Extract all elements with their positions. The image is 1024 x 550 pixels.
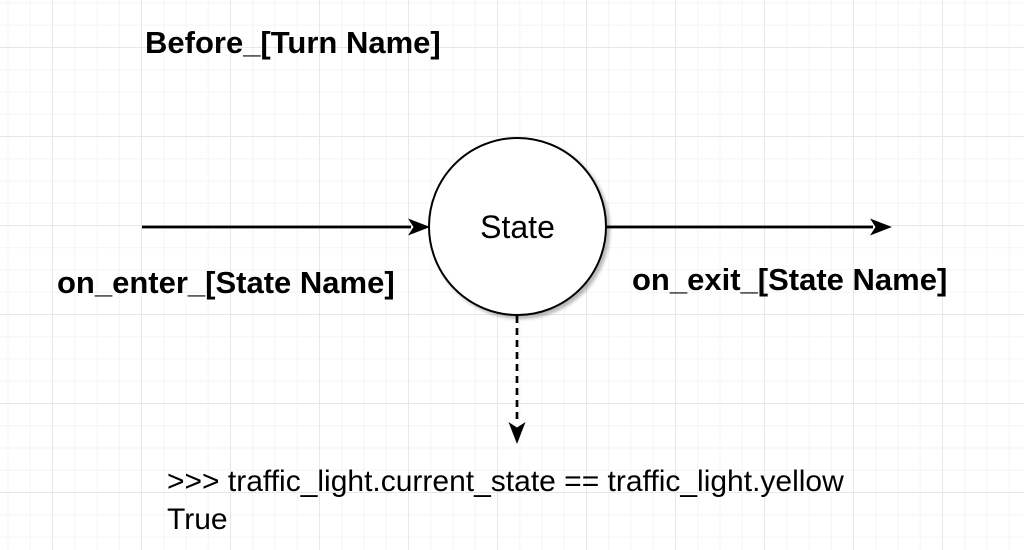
enter-arrowhead-icon <box>408 218 430 236</box>
console-line-2: True <box>167 503 228 536</box>
result-arrowhead-icon <box>508 422 526 444</box>
console-snippet: >>> traffic_light.current_state == traff… <box>167 463 844 539</box>
diagram-title: Before_[Turn Name] <box>145 25 441 60</box>
console-line-1: >>> traffic_light.current_state == traff… <box>167 465 844 498</box>
state-node-label: State <box>480 208 555 245</box>
result-dashed-arrow <box>508 316 526 444</box>
enter-edge-label: on_enter_[State Name] <box>57 265 395 300</box>
exit-arrowhead-icon <box>870 218 892 236</box>
state-node: State <box>428 137 607 316</box>
exit-edge-label: on_exit_[State Name] <box>632 262 948 297</box>
exit-arrow <box>606 218 892 236</box>
enter-arrow <box>142 218 430 236</box>
